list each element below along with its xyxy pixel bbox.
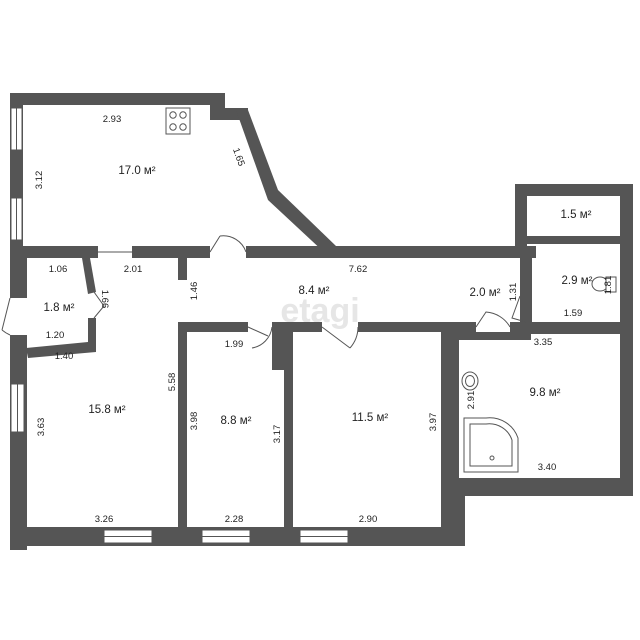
dim-label: 3.97 xyxy=(428,413,439,432)
dim-label: 3.63 xyxy=(36,418,47,437)
dim-label: 1.59 xyxy=(564,308,583,319)
stove-icon xyxy=(165,107,191,135)
burner xyxy=(179,123,187,131)
burner xyxy=(169,111,177,119)
dim-label: 5.58 xyxy=(167,373,178,392)
room-area-right: 11.5 м² xyxy=(352,412,389,424)
doors xyxy=(1,235,568,349)
windows xyxy=(10,107,349,544)
wall xyxy=(26,318,96,358)
wall xyxy=(445,478,633,496)
dim-label: 3.40 xyxy=(538,462,557,473)
door xyxy=(1,297,11,336)
door xyxy=(247,326,273,349)
fixtures xyxy=(165,107,617,473)
wall xyxy=(132,246,210,258)
room-area-labels: 17.0 м² 1.8 м² 8.4 м² 2.0 м² 1.5 м² 2.9 … xyxy=(44,165,593,427)
room-area-storage: 1.5 м² xyxy=(561,209,592,221)
wall xyxy=(620,184,633,496)
wall xyxy=(272,322,322,332)
room-area-middle: 8.8 м² xyxy=(221,415,252,427)
dim-label: 3.12 xyxy=(34,171,45,190)
dim-label: 1.46 xyxy=(189,282,200,301)
dim-label: 1.20 xyxy=(46,330,65,341)
sink-bowl xyxy=(465,375,475,387)
sink-icon xyxy=(461,371,479,391)
room-area-corridor: 8.4 м² xyxy=(299,285,330,297)
dim-label: 1.06 xyxy=(49,264,68,275)
room-area-kitchen: 17.0 м² xyxy=(118,165,155,177)
dim-label: 1.65 xyxy=(230,147,247,168)
dim-label: 3.26 xyxy=(95,514,114,525)
wall xyxy=(236,110,336,254)
door xyxy=(511,295,527,323)
drain xyxy=(489,455,495,461)
dim-label: 2.28 xyxy=(225,514,244,525)
wall xyxy=(178,322,187,532)
wall xyxy=(515,184,527,258)
wall xyxy=(284,332,293,532)
wall xyxy=(530,322,620,334)
burner xyxy=(179,111,187,119)
dim-label: 1.40 xyxy=(55,351,74,362)
wall xyxy=(525,236,620,244)
dim-label: 2.90 xyxy=(359,514,378,525)
wall xyxy=(10,246,98,258)
wall xyxy=(82,258,96,294)
dim-label: 1.66 xyxy=(99,290,110,309)
corner-bath-inner xyxy=(469,423,513,467)
room-area-toilet: 2.9 м² xyxy=(562,275,593,287)
room-area-left: 15.8 м² xyxy=(88,404,125,416)
dim-label: 3.98 xyxy=(189,412,200,431)
dim-label: 2.91 xyxy=(466,391,477,410)
room-area-hall: 2.0 м² xyxy=(470,287,501,299)
dim-label: 7.62 xyxy=(349,264,368,275)
wall xyxy=(358,322,476,332)
wall xyxy=(10,335,27,550)
wall xyxy=(10,258,27,298)
dim-label: 2.93 xyxy=(103,114,122,125)
wall xyxy=(515,184,633,196)
wall xyxy=(441,332,531,340)
burner xyxy=(169,123,177,131)
door xyxy=(209,235,247,253)
dim-label: 3.35 xyxy=(534,337,553,348)
dim-label: 1.99 xyxy=(225,339,244,350)
room-area-bathroom: 9.8 м² xyxy=(530,387,561,399)
wall xyxy=(180,322,248,332)
dim-label: 2.01 xyxy=(124,264,143,275)
wall xyxy=(10,93,225,105)
door xyxy=(321,326,359,349)
dim-label: 1.81 xyxy=(603,276,614,295)
wall xyxy=(520,255,532,328)
dim-label: 1.31 xyxy=(508,283,519,302)
dim-label: 3.17 xyxy=(272,425,283,444)
wall xyxy=(441,332,459,532)
door xyxy=(93,291,105,319)
wall xyxy=(178,258,187,280)
dimension-labels: 2.93 3.12 1.65 1.06 2.01 1.66 1.20 1.40 … xyxy=(34,114,614,525)
door xyxy=(475,311,511,328)
room-area-closet: 1.8 м² xyxy=(44,302,75,314)
toilet-tank xyxy=(605,276,617,293)
wall xyxy=(246,246,536,258)
corner-bath-icon xyxy=(463,417,519,473)
wall xyxy=(510,322,540,332)
